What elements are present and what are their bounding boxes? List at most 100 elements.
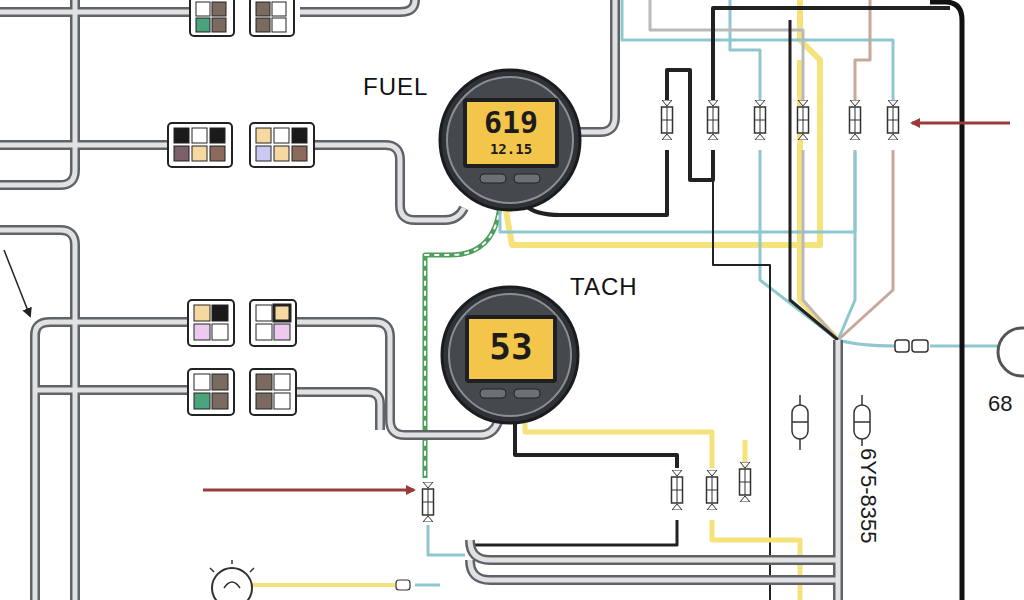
pink-wire xyxy=(855,0,870,100)
blue-wire xyxy=(415,584,440,587)
red-pointer-arrow xyxy=(912,122,1010,125)
bullet-connector xyxy=(895,340,928,352)
cable-tube xyxy=(0,140,168,150)
fuse-lead xyxy=(861,395,863,405)
connector-block xyxy=(188,300,234,346)
housing-outline xyxy=(930,2,962,600)
connector-block xyxy=(168,123,232,167)
inline-connectors xyxy=(423,100,899,522)
black-wire xyxy=(667,70,713,180)
inline-connector xyxy=(798,100,809,140)
white-wire xyxy=(803,150,838,340)
white-wire xyxy=(650,0,803,100)
inline-connector xyxy=(708,100,719,140)
cable-tube xyxy=(0,143,168,148)
inline-connector xyxy=(423,482,434,522)
inline-connector xyxy=(707,470,718,510)
inline-connector xyxy=(672,470,683,510)
inline-connector xyxy=(888,100,899,140)
cable-tubes xyxy=(0,0,838,600)
inline-connector xyxy=(755,100,766,140)
cable-tube xyxy=(470,540,838,560)
cable-tube xyxy=(35,388,188,393)
lcd-reading: 53 xyxy=(469,327,553,367)
pink-wire xyxy=(838,150,893,340)
lcd-screen xyxy=(467,102,555,164)
gauge-node: TACH 53 xyxy=(440,272,670,432)
pointer-arrow xyxy=(4,250,30,316)
fuse-holder xyxy=(854,405,870,439)
gauge-face xyxy=(449,294,571,416)
fuse-line xyxy=(854,421,870,423)
connector-block xyxy=(250,0,294,36)
fuse-lead xyxy=(799,439,801,450)
cable-tube xyxy=(0,7,190,17)
cable-tube xyxy=(300,0,415,12)
lcd-reading-small: 12.15 xyxy=(467,142,555,157)
connector-block xyxy=(188,369,234,415)
gauge-bezel xyxy=(440,70,580,210)
cable-tube xyxy=(0,0,75,185)
cable-tube xyxy=(575,0,615,132)
lcd-frame xyxy=(465,315,557,383)
blue-wire xyxy=(930,345,1000,348)
fuse-lead xyxy=(799,395,801,405)
gauge-label: TACH xyxy=(568,274,640,300)
gauge-edge xyxy=(998,328,1024,376)
lcd-frame xyxy=(463,98,559,168)
yellow-wire xyxy=(250,583,395,587)
callout-number: 68 xyxy=(986,392,1014,416)
cable-tube-highlights xyxy=(0,0,838,600)
cable-tube xyxy=(575,0,615,132)
fuse-line xyxy=(792,421,808,423)
gauge-face xyxy=(447,77,573,203)
cable-tube xyxy=(470,560,838,580)
blue-wire xyxy=(838,152,855,340)
gauge-button xyxy=(480,389,506,398)
black-wire xyxy=(790,20,838,340)
cable-tube xyxy=(296,392,380,430)
inline-connector xyxy=(850,100,861,140)
red-pointer-arrow xyxy=(203,489,414,492)
gauge-button xyxy=(514,174,540,183)
cable-tube xyxy=(35,385,188,395)
black-wire xyxy=(475,520,677,545)
fuse-holders xyxy=(792,395,870,450)
cable-tube xyxy=(0,0,75,185)
cable-tube xyxy=(35,322,188,600)
fuse-holder xyxy=(792,405,808,439)
cable-tube xyxy=(300,0,415,12)
gauge-button xyxy=(514,389,540,398)
connector-block xyxy=(250,369,296,415)
cable-tube xyxy=(296,392,380,430)
lcd-reading: 619 xyxy=(467,106,555,139)
inline-connector xyxy=(662,100,673,140)
blue-wire xyxy=(622,0,893,100)
cable-tube xyxy=(470,560,838,580)
connector-block xyxy=(250,123,314,167)
connector-blocks xyxy=(168,0,314,415)
cable-tube xyxy=(0,10,190,15)
black-wire xyxy=(713,150,770,600)
blue-wire xyxy=(428,525,465,555)
black-wire xyxy=(713,8,950,100)
gauge-node: FUEL 619 12.15 xyxy=(355,62,590,222)
blue-wire xyxy=(760,150,838,340)
black-wire xyxy=(515,420,677,468)
inline-connector xyxy=(740,462,751,502)
connector-block xyxy=(190,0,234,36)
cable-tube xyxy=(470,540,838,560)
signal-wires xyxy=(250,0,1000,600)
yellow-wire xyxy=(525,422,712,468)
gauge-label: FUEL xyxy=(361,74,430,100)
gauge-button xyxy=(480,174,506,183)
lcd-screen xyxy=(469,319,553,379)
blue-wire xyxy=(838,340,895,346)
cable-tube xyxy=(35,322,188,600)
gauge-bezel xyxy=(442,287,578,423)
part-number: 6Y5-8355 xyxy=(856,446,880,545)
blue-wire xyxy=(730,0,760,100)
connector-block xyxy=(250,300,296,346)
